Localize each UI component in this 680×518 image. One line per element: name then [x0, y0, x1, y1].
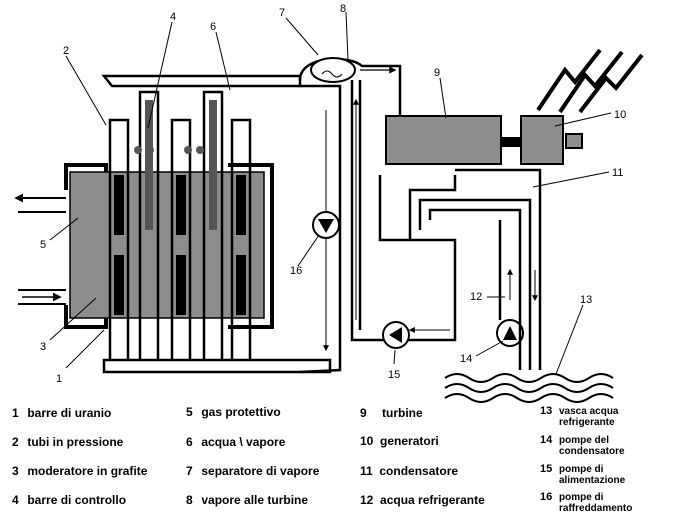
legend-item-1: 1 barre di uranio [12, 406, 112, 420]
cooling-pump [312, 211, 340, 239]
callout-9: 9 [434, 67, 440, 79]
condenser [408, 168, 542, 370]
turbine [385, 115, 502, 165]
callout-2: 2 [63, 45, 69, 57]
callout-8: 8 [340, 3, 346, 15]
legend-item-11: 11 condensatore [360, 464, 459, 478]
callout-7: 7 [279, 7, 285, 19]
callout-15: 15 [388, 369, 400, 381]
steam-separator [298, 57, 402, 120]
legend: 1 barre di uranio 2 tubi in pressione 3 … [0, 400, 680, 517]
legend-item-8: 8 vapore alle turbine [186, 493, 309, 507]
condenser-pump [496, 319, 524, 347]
legend-item-9: 9 turbine [360, 406, 423, 420]
callout-10: 10 [614, 109, 626, 121]
callout-3: 3 [40, 341, 46, 353]
reactor-vessel [14, 163, 274, 329]
legend-item-10: 10 generatori [360, 434, 439, 448]
legend-item-5: 5 gas protettivo [186, 405, 281, 419]
callout-numbers: 1 2 3 4 5 6 7 8 9 10 11 12 13 14 15 16 [40, 3, 626, 385]
callout-16: 16 [290, 265, 302, 277]
legend-item-7: 7 separatore di vapore [186, 464, 320, 478]
callout-6: 6 [210, 21, 216, 33]
callout-1: 1 [56, 373, 62, 385]
uranium-rods [114, 175, 246, 315]
legend-item-4: 4 barre di controllo [12, 493, 127, 507]
legend-item-6: 6 acqua \ vapore [186, 435, 286, 449]
callout-13: 13 [580, 294, 592, 306]
callout-11: 11 [612, 167, 623, 179]
feed-pipes [299, 80, 457, 374]
graphite-moderator [69, 171, 265, 319]
shaft [501, 137, 521, 147]
control-rods [134, 100, 217, 230]
callout-4: 4 [170, 11, 176, 23]
callout-14: 14 [460, 353, 472, 365]
callout-5: 5 [40, 239, 46, 251]
power-output-arrows [536, 48, 644, 114]
legend-item-3: 3 moderatore in grafite [12, 464, 148, 478]
legend-item-12: 12 acqua refrigerante [360, 493, 485, 507]
legend-item-2: 2 tubi in pressione [12, 435, 124, 449]
feed-pump [382, 321, 410, 349]
leader-lines [49, 11, 612, 375]
generator [520, 115, 564, 165]
pressure-tubes [101, 74, 332, 374]
callout-12: 12 [470, 291, 482, 303]
cooling-pond [444, 373, 614, 403]
